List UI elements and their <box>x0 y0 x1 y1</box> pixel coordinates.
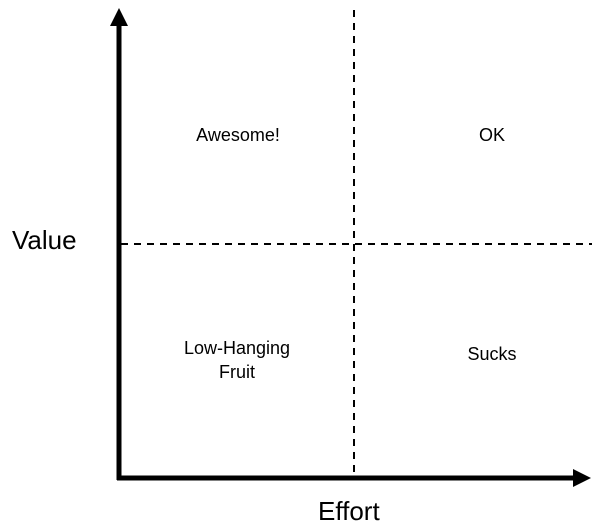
y-axis-label: Value <box>12 225 77 255</box>
quadrant-label-bottom-left: Low-Hanging Fruit <box>183 338 291 382</box>
quadrant-label-top-left: Awesome! <box>196 125 280 145</box>
x-axis-label: Effort <box>318 496 380 526</box>
y-axis-arrowhead <box>110 8 128 26</box>
quadrant-label-top-right: OK <box>478 125 505 145</box>
x-axis-arrowhead <box>573 469 591 487</box>
quadrant-label-bottom-right: Sucks <box>467 344 517 364</box>
